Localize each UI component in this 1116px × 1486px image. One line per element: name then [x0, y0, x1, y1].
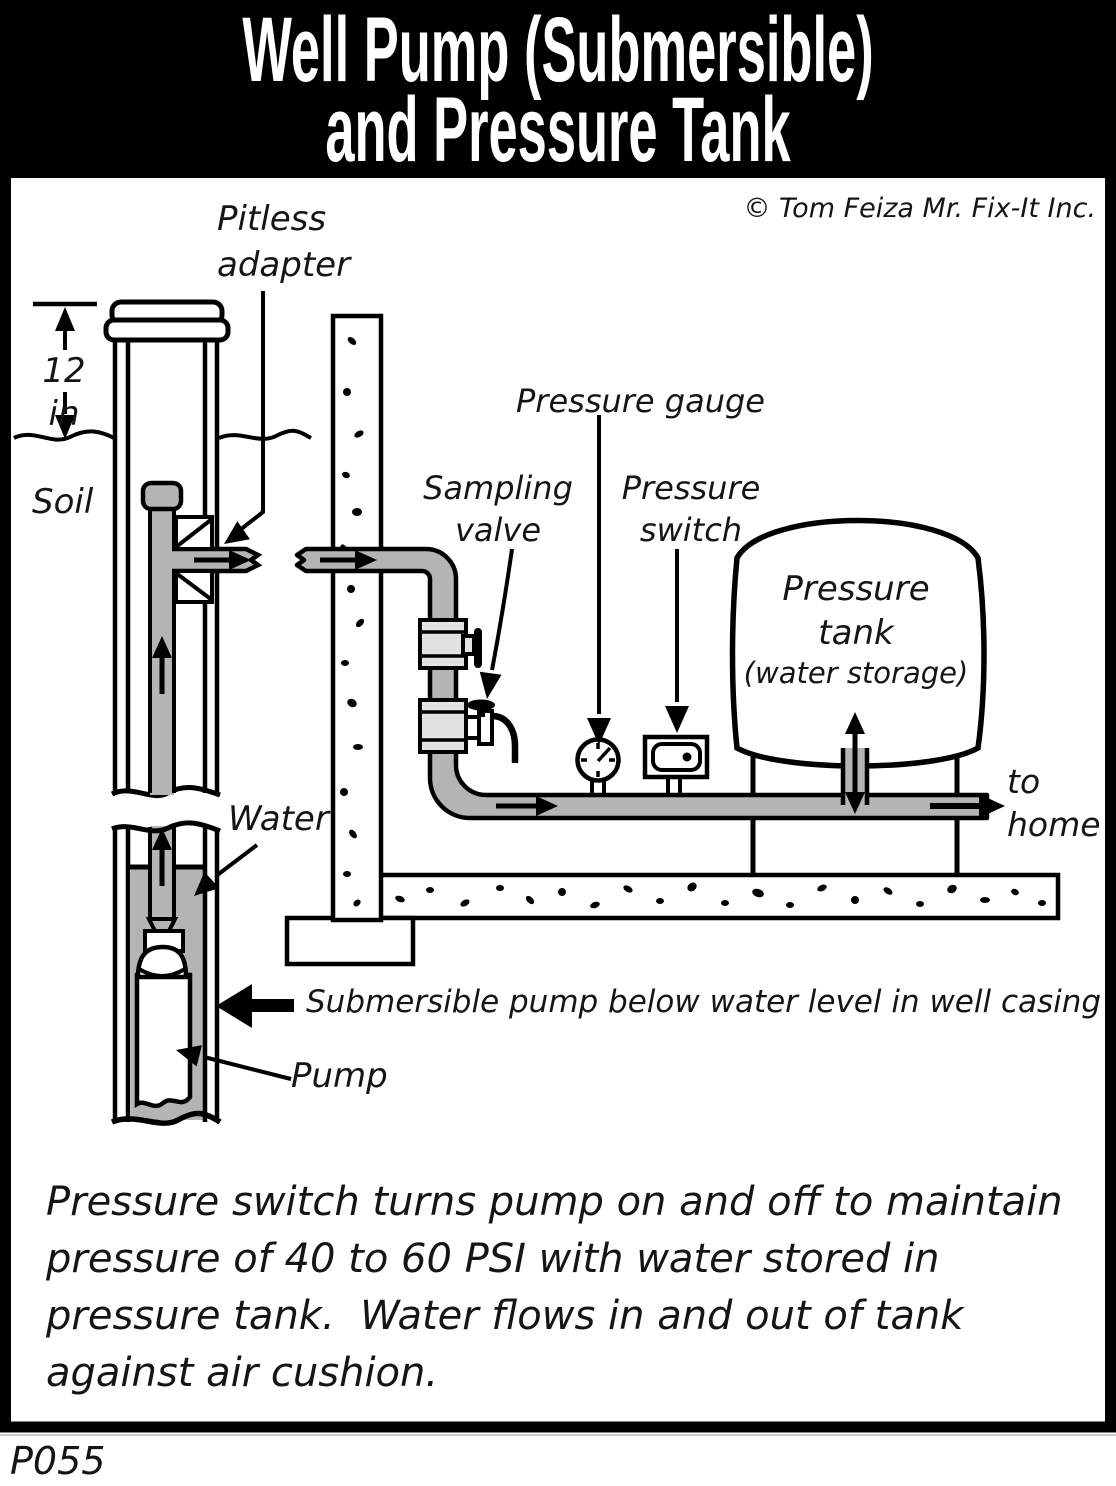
- caption-line: pressure tank. Water flows in and out of…: [46, 1293, 964, 1339]
- caption-paragraph: Pressure switch turns pump on and off to…: [46, 1174, 1096, 1402]
- flow-arrow-down-icon: [845, 792, 865, 814]
- dimension-arrow-down: [55, 415, 75, 439]
- flow-arrow-right-icon: [536, 796, 558, 816]
- title-line-1: Well Pump (Submersible): [242, 0, 874, 101]
- copyright-notice: © Tom Feiza Mr. Fix-It Inc.: [743, 193, 1096, 224]
- flow-arrow-up-icon: [152, 828, 172, 850]
- label-pitless-adapter: Pitless adapter: [217, 199, 351, 285]
- depth-dimension-12in: [33, 301, 97, 439]
- page-title: Well Pump (Submersible) and Pressure Tan…: [240, 0, 876, 181]
- flow-arrow-up-icon: [152, 636, 172, 658]
- title-line-2: and Pressure Tank: [325, 79, 791, 181]
- figure-id: P055: [10, 1439, 106, 1483]
- tank-pipe: [840, 712, 870, 814]
- pitless-adapter-icon: [174, 515, 214, 604]
- pitless-leader: [238, 291, 265, 532]
- pressure-tank-icon: [729, 517, 987, 769]
- faucet-handle: [467, 699, 495, 711]
- title-banner: Well Pump (Submersible) and Pressure Tan…: [0, 0, 1116, 178]
- pitless-leader-arrow: [224, 521, 250, 544]
- submersible-pump-icon: [134, 826, 193, 1109]
- submersible-callout-arrow: [216, 984, 294, 1028]
- dimension-arrow-up: [55, 307, 75, 331]
- water-leader: [214, 843, 259, 878]
- drop-pipe-cap: [140, 480, 184, 512]
- ground-line: [13, 428, 312, 442]
- slab-speckles: [395, 882, 1046, 909]
- label-water-storage: (water storage): [743, 656, 969, 690]
- floor-slab: [376, 872, 1061, 921]
- water-leader-arrow: [194, 871, 220, 896]
- label-submersible-note: Submersible pump below water level in we…: [306, 984, 1102, 1020]
- label-to-home: to home: [1007, 762, 1101, 844]
- label-soil: Soil: [32, 482, 94, 522]
- pump-leader: [203, 1055, 292, 1081]
- well-cap-flange: [103, 317, 231, 343]
- well-casing-lower: [110, 820, 222, 1126]
- switch-leader-arrow: [665, 706, 689, 733]
- basement-wall: [330, 313, 384, 923]
- caption-line: against air cushion.: [46, 1350, 439, 1396]
- sampling-leader: [490, 548, 514, 671]
- pressure-switch-icon: [642, 734, 710, 795]
- label-pressure-gauge: Pressure gauge: [516, 382, 765, 420]
- flow-arrow-up-icon: [845, 712, 865, 734]
- caption-line: Pressure switch turns pump on and off to…: [46, 1179, 1063, 1225]
- shutoff-valve-icon: [418, 618, 482, 670]
- sampling-valve-icon: [418, 698, 519, 763]
- gauge-leader-arrow: [587, 718, 611, 745]
- flow-arrow-to-home-icon: [979, 794, 1005, 818]
- flow-arrow-right-icon: [229, 550, 251, 570]
- sampling-leader-arrow: [479, 671, 502, 699]
- caption-line: pressure of 40 to 60 PSI with water stor…: [46, 1236, 940, 1282]
- label-pump: Pump: [291, 1056, 388, 1096]
- casing-break-lower-edge: [111, 820, 221, 834]
- label-pressure-switch: Pressure switch: [621, 469, 761, 549]
- pitless-adapter-assembly: [140, 480, 263, 795]
- label-water: Water: [228, 799, 329, 839]
- leader-lines: [203, 291, 679, 1081]
- wall-speckles: [340, 337, 365, 907]
- wall-footing: [284, 915, 416, 967]
- faucet-spout: [491, 712, 519, 763]
- pump-body: [134, 972, 193, 1109]
- pump-cap: [135, 944, 189, 980]
- pump-leader-arrow: [176, 1045, 202, 1067]
- label-sampling-valve: Sampling valve: [423, 469, 573, 549]
- label-pressure-tank: Pressure tank: [782, 569, 930, 653]
- frame-shadow-line: [0, 1434, 1116, 1436]
- casing-bottom-break: [110, 1110, 222, 1126]
- label-12in: 12 in: [42, 351, 86, 434]
- flow-arrow-right-icon: [355, 550, 377, 570]
